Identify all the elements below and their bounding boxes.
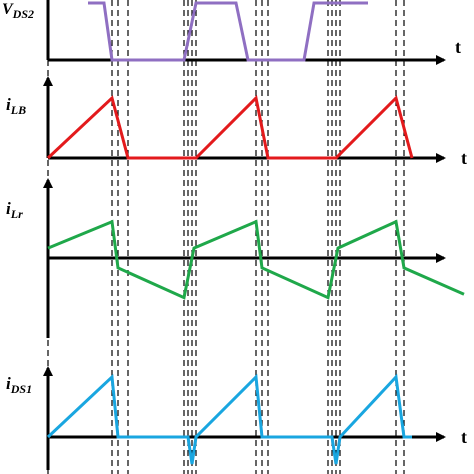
vds2-waveform [88, 1, 368, 62]
ilb-axis-t-label: t [461, 148, 467, 168]
ids1-waveform [46, 373, 412, 465]
ilb-label: iLB [6, 95, 26, 117]
panel-vds2: VDS2 t [2, 0, 461, 65]
ids1-axis-t-label: t [461, 427, 467, 447]
vds2-label: VDS2 [2, 1, 34, 21]
ilr-label: iLr [6, 199, 23, 221]
ilr-waveform [47, 219, 465, 300]
ilb-waveform [46, 94, 414, 160]
panel-ilr: iLr [6, 178, 465, 338]
panel-ilb: iLB t [6, 76, 467, 168]
panel-ids1: iDS1 t [6, 366, 467, 470]
ids1-label: iDS1 [6, 374, 32, 396]
dashed-time-markers [47, 0, 405, 474]
vds2-axis-t-label: t [455, 37, 461, 57]
